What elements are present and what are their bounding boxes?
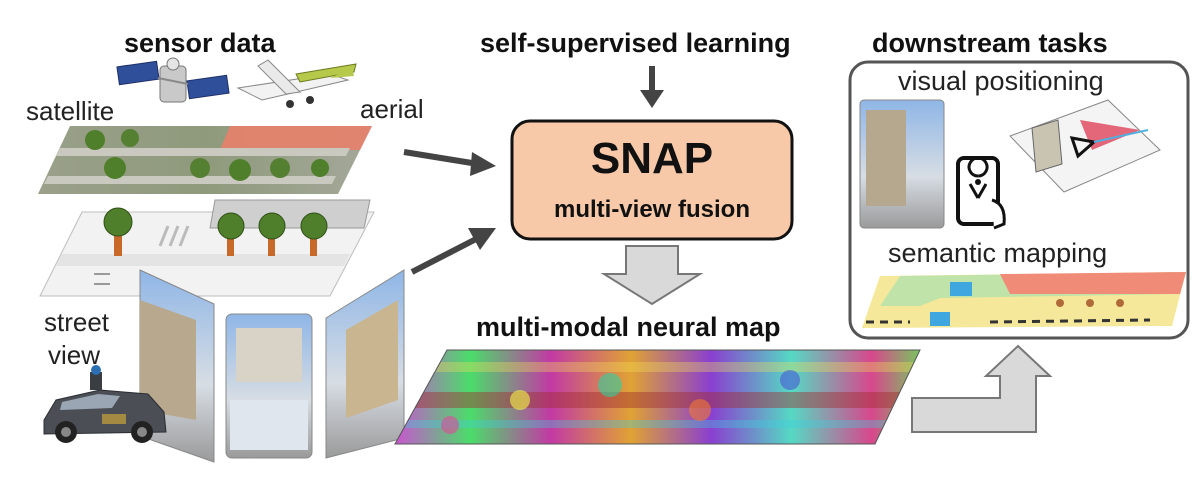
arrow-map-to-downstream xyxy=(911,344,1053,433)
aerial-label: aerial xyxy=(360,94,424,124)
camera-frustum-icon xyxy=(1009,99,1161,193)
neural-map-image xyxy=(395,350,920,444)
arrow-aerial-to-snap xyxy=(403,149,496,176)
airplane-icon xyxy=(236,59,357,108)
semantic-mapping-label: semantic mapping xyxy=(888,238,1108,268)
aerial-image xyxy=(38,126,372,194)
satellite-icon xyxy=(116,57,230,103)
arrow-street-to-snap xyxy=(410,228,496,275)
semantic-map xyxy=(862,272,1186,328)
satellite-label: satellite xyxy=(26,96,115,126)
visual-positioning-label: visual positioning xyxy=(898,66,1104,96)
downstream-title: downstream tasks xyxy=(872,28,1108,58)
snap-box xyxy=(510,119,794,241)
learning-title: self-supervised learning xyxy=(480,28,791,58)
sensor-data-title: sensor data xyxy=(124,28,276,58)
snap-title: SNAP xyxy=(590,134,714,183)
neural-map-border xyxy=(394,349,921,445)
smartphone-location-icon xyxy=(956,156,1006,230)
street-view-label-line1: street xyxy=(44,307,110,337)
car-icon xyxy=(43,365,167,443)
street-view-panel-right xyxy=(325,269,405,459)
street-view-label-line2: view xyxy=(48,340,101,370)
snap-subtitle: multi-view fusion xyxy=(553,196,750,223)
neural-map-title: multi-modal neural map xyxy=(476,312,781,342)
arrow-snap-to-map xyxy=(600,245,704,306)
street-view-panel-center xyxy=(225,313,313,459)
street-scene-schematic xyxy=(39,199,375,297)
arrow-learning-to-snap xyxy=(640,66,664,108)
